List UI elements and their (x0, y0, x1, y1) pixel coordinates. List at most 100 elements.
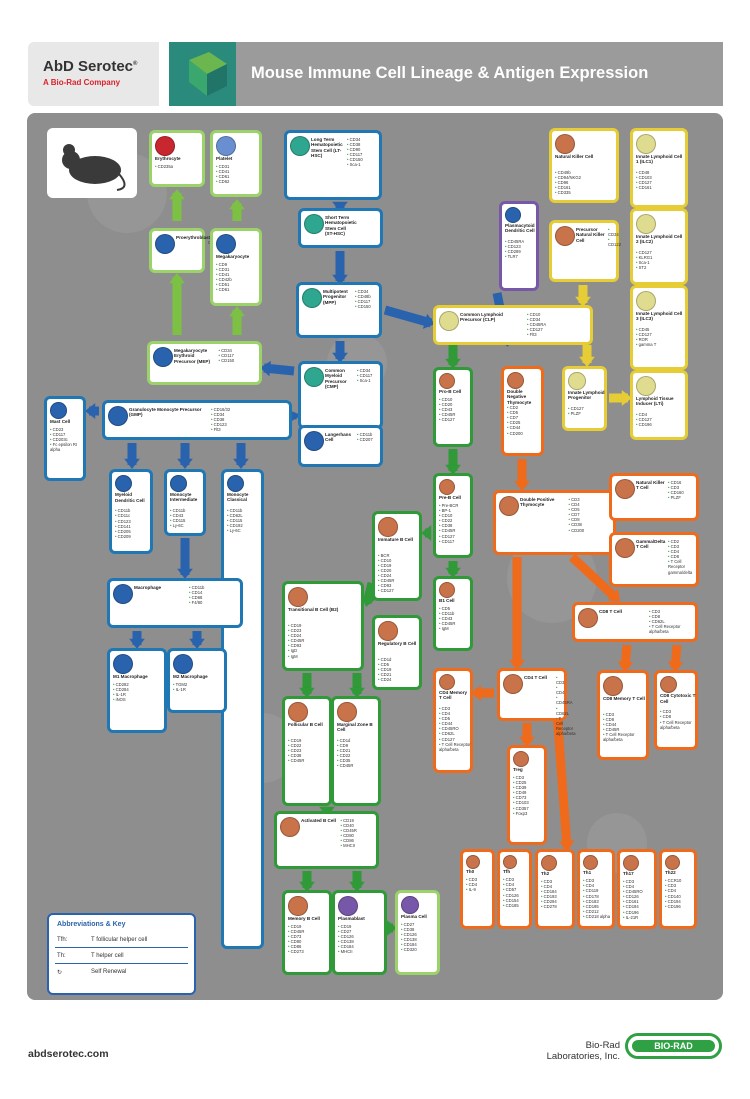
cell-box-langerhans: Langerhans CellCD11bCD207 (298, 425, 383, 467)
cell-name: Multipotent Progenitor (MPP) (323, 289, 348, 305)
header: AbD Serotec® A Bio-Rad Company Mouse Imm… (28, 42, 723, 106)
marker: CD4 (466, 882, 495, 887)
cell-name: Lymphoid Tissue Inducer (LTi) (636, 396, 674, 407)
marker: CD4 (665, 888, 697, 893)
footer-url[interactable]: abdserotec.com (28, 1048, 109, 1060)
cell-box-cd8t: CD8 T CellCD3CD8CD62LT Cell Receptor alp… (572, 602, 698, 642)
marker: CD8 (660, 714, 698, 719)
marker: CD126 (401, 932, 440, 937)
marker: CD45R (288, 758, 332, 763)
cell-tfh-icon (503, 855, 518, 870)
header-cube-icon (169, 42, 236, 106)
marker: CD62L (556, 706, 569, 716)
marker: CD38 (401, 927, 440, 932)
marker: CD62L (649, 619, 697, 624)
cell-name: Innate Lymphoid Cell 3 (ILC3) (636, 311, 683, 322)
arrow-head (299, 881, 315, 892)
marker: TLR7 (505, 254, 539, 259)
cell-name: Innate Lymphoid Cell 2 (ILC2) (636, 234, 683, 245)
title-bar: Mouse Immune Cell Lineage & Antigen Expr… (236, 42, 723, 106)
cell-name: Double Negative Thymocyte (507, 389, 532, 405)
marker: CD5 (378, 662, 422, 667)
cell-box-th22: Th22CCR10CD3CD4CD140CD194CD196 (659, 849, 697, 929)
marker: CD45R (439, 412, 473, 417)
marker-list: CD27CD38CD126CD138CD184CD320 (401, 922, 440, 953)
arrow-head (177, 568, 193, 579)
cube-icon (189, 52, 227, 96)
marker: CD235a (155, 164, 205, 169)
cell-box-preb: Pre-B CellPre-BCRBP-1CD10CD22CD38CD45RCD… (433, 473, 473, 558)
marker: CD7 (569, 512, 616, 517)
marker: CD3 (503, 877, 532, 882)
marker: PLZF (668, 495, 698, 500)
marker: CD3 (665, 883, 697, 888)
marker: CD27 (401, 922, 440, 927)
marker: CD16/32 (211, 407, 291, 412)
page-title: Mouse Immune Cell Lineage & Antigen Expr… (251, 64, 649, 82)
cell-name: M2 Macrophage (173, 674, 208, 679)
cell-box-prob: Pro-B CellCD10CD20CD43CD45RCD127 (433, 367, 473, 447)
cell-box-monoint: Monocyte IntermediateCD11bCD43CD115Ly-6C (164, 469, 206, 536)
marker: CD161 (623, 899, 657, 904)
cell-box-cmp: Common Myeloid Precursor (CMP)CD34CD117S… (298, 361, 383, 429)
marker: CD38 (211, 417, 291, 422)
cell-box-ilc2: Innate Lymphoid Cell 2 (ILC2)CD127KLRG1S… (630, 208, 688, 285)
marker-list: CD45CD127RORgamma T (636, 327, 688, 347)
arrow-head (332, 274, 348, 285)
arrow-head (169, 273, 185, 284)
marker: CD123 (115, 519, 153, 524)
marker: CD14 (189, 590, 242, 595)
cell-name: Mast Cell (50, 418, 71, 424)
marker: CD40 (341, 823, 379, 828)
key-title: Abbreviations & Key (57, 921, 126, 928)
marker: CD127 (439, 417, 473, 422)
marker: CD45R (603, 727, 649, 732)
marker: CD45RA (527, 322, 592, 327)
marker: CD21 (378, 672, 422, 677)
cell-box-dnt: Double Negative ThymocyteCD2CD5CD7CD25CD… (501, 366, 544, 456)
key-abbr: Tfh: (57, 937, 68, 943)
marker-list: CD3CD25CD39CD49CD73CD103CD357Foxp3 (513, 775, 547, 816)
marker: Ly-6C (170, 523, 206, 528)
marker: CD127 (636, 417, 688, 422)
marker-list: Pre-BCRBP-1CD10CD22CD38CD45RCD127CD117 (439, 503, 473, 544)
marker: CD4 (636, 412, 688, 417)
cell-transb-icon (288, 587, 308, 607)
cell-name: CD4 Memory T Cell (439, 690, 468, 701)
cell-box-cd8cyt: CD8 Cytotoxic T CellCD3CD8T Cell Recepto… (654, 670, 698, 750)
marker-list: CD19CD23CD24CD45RCD93IgDIgM (288, 623, 364, 659)
marker: CD150 (355, 304, 381, 309)
marker: CD4 (439, 711, 473, 716)
marker: CD8 (569, 517, 616, 522)
marker: CD43 (439, 616, 473, 621)
cell-name: CD8 T Cell (599, 609, 622, 614)
marker: CD43 (170, 513, 206, 518)
marker: CD119 (583, 888, 615, 893)
cell-name: Follicular B Cell (288, 721, 323, 727)
marker: CD61 (216, 287, 262, 292)
marker: CD44 (507, 425, 544, 430)
marker: IL-9 (466, 887, 495, 892)
marker: CD62L (439, 731, 473, 736)
marker: CD320 (401, 947, 440, 952)
marker: CD3 (668, 544, 698, 549)
cell-ilc1-icon (636, 134, 656, 154)
marker: CD4 (556, 685, 566, 695)
marker: CD185 (503, 903, 532, 908)
marker: CD209 (115, 534, 153, 539)
marker: MHCII (341, 843, 379, 848)
cell-mdc-icon (115, 475, 133, 493)
marker-list: CD3CD8T Cell Receptor alpha/beta (660, 709, 698, 729)
cell-lthsc-icon (290, 136, 310, 156)
marker: Fc epsilon RI alpha (50, 442, 86, 452)
marker-list: CD3CD4CD119CD178CD183CD195CD212CD218 alp… (583, 878, 615, 919)
marker: CD49b (555, 170, 619, 175)
cell-name: Plasmacytoid Dendritic Cell (505, 223, 535, 234)
marker: CD38 (569, 522, 616, 527)
marker: CD127 (636, 332, 688, 337)
marker: CD3 (583, 878, 615, 883)
marker: CD45 (636, 327, 688, 332)
marker: IgD (288, 648, 364, 653)
cell-box-tfh: TfhCD3CD4CD57CD126CD154CD185 (497, 849, 532, 929)
cell-box-nkt: Natural Killer T CellCD16CD3CD160PLZF (609, 473, 699, 521)
